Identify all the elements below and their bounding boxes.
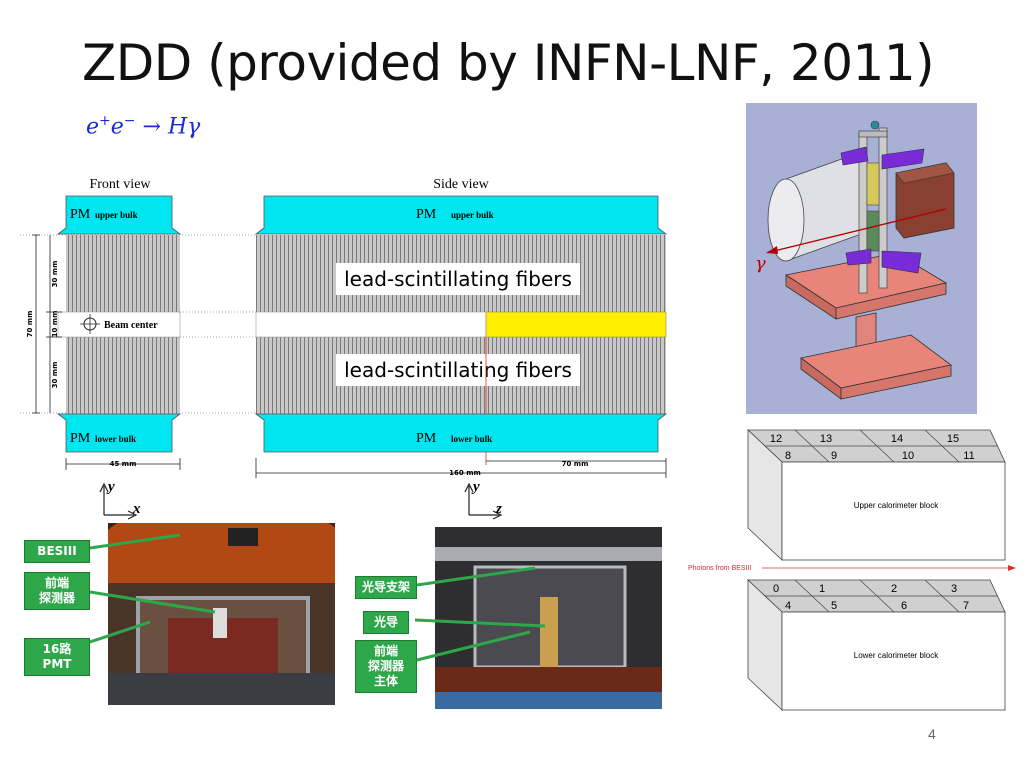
cell-4: 4 xyxy=(785,600,791,612)
cell-14: 14 xyxy=(891,433,903,445)
callout-pmt-line2: PMT xyxy=(42,657,72,671)
upper-block-label: Upper calorimeter block xyxy=(854,501,939,510)
dim-30-top: 30 mm xyxy=(51,261,59,288)
detector-3d-render: γ xyxy=(746,103,977,414)
cell-15: 15 xyxy=(947,433,959,445)
dim-160: 160 mm xyxy=(449,469,481,477)
callout-besiii: BESIII xyxy=(24,540,90,563)
formula-minus: − xyxy=(123,113,136,129)
fibers-upper-label: lead-scintillating fibers xyxy=(344,267,572,291)
callout-front-detector: 前端 探测器 xyxy=(24,572,90,610)
dim-70-side: 70 mm xyxy=(562,460,589,468)
callout-light-guide: 光导 xyxy=(363,611,409,634)
axes-front xyxy=(99,482,138,520)
beam-center-label: Beam center xyxy=(104,320,158,331)
pm-lower-front-sub: lower bulk xyxy=(95,434,136,444)
gamma-label: γ xyxy=(755,253,766,274)
cell-0: 0 xyxy=(773,583,779,595)
cell-2: 2 xyxy=(891,583,897,595)
cell-12: 12 xyxy=(770,433,782,445)
cell-10: 10 xyxy=(902,450,914,462)
pm-upper-front-sub: upper bulk xyxy=(95,210,138,220)
calorimeter-diagram: 12 13 14 15 8 9 10 11 Upper calorimeter … xyxy=(688,429,1016,711)
left-callout-lines xyxy=(90,533,216,644)
callout-pmt-line1: 16路 xyxy=(42,642,72,656)
formula-e1: e xyxy=(86,114,100,140)
formula-rest: → Hγ xyxy=(135,114,201,140)
pm-lower-front: PM lower bulk xyxy=(56,413,182,453)
cell-8: 8 xyxy=(785,450,791,462)
fibers-front-upper xyxy=(66,235,180,312)
fibers-upper-label-bg xyxy=(336,263,580,295)
upper-calorimeter-block xyxy=(746,429,1006,561)
horizontal-dimensions xyxy=(65,458,667,478)
cell-3: 3 xyxy=(951,583,957,595)
pm-lower-side-sub: lower bulk xyxy=(451,434,492,444)
axis-side-z: z xyxy=(495,501,502,517)
fibers-front-lower xyxy=(66,337,180,414)
cell-1: 1 xyxy=(819,583,825,595)
pm-lower-side: PM lower bulk xyxy=(254,413,668,453)
callout-front-detector-line2: 探测器 xyxy=(38,591,75,605)
dim-30-bottom: 30 mm xyxy=(51,362,59,389)
pm-upper-side-label: PM xyxy=(416,207,437,222)
right-callout-lines xyxy=(415,566,546,662)
dim-70: 70 mm xyxy=(26,311,34,338)
pm-upper-front: PM upper bulk xyxy=(56,195,182,235)
cell-5: 5 xyxy=(831,600,837,612)
photo-besiii-installation xyxy=(108,523,335,705)
photo-detector-drawing xyxy=(435,527,662,709)
photon-arrow xyxy=(773,208,947,252)
lower-calorimeter-block xyxy=(746,579,1006,711)
cell-9: 9 xyxy=(831,450,837,462)
callout-detector-body-line2: 探测器 xyxy=(367,659,404,673)
axis-front-x: x xyxy=(132,501,141,517)
callout-pmt: 16路 PMT xyxy=(24,638,90,676)
cell-13: 13 xyxy=(820,433,832,445)
cell-7: 7 xyxy=(963,600,969,612)
pm-upper-front-label: PM xyxy=(70,207,91,222)
photo-detector-assembly xyxy=(435,527,662,709)
callout-detector-body: 前端 探测器 主体 xyxy=(355,640,417,693)
callout-light-guide-support: 光导支架 xyxy=(355,576,417,599)
callout-front-detector-line1: 前端 xyxy=(44,576,69,590)
photons-label: Photons from BESIII xyxy=(688,565,751,572)
formula-plus: + xyxy=(99,113,111,129)
dim-10: 10 mm xyxy=(51,311,59,338)
pm-lower-side-label: PM xyxy=(416,431,437,446)
beam-center-marker xyxy=(80,314,100,334)
slide-title: ZDD (provided by INFN-LNF, 2011) xyxy=(82,34,935,92)
pm-upper-side-sub: upper bulk xyxy=(451,210,494,220)
pm-upper-side: PM upper bulk xyxy=(254,195,668,235)
axis-side-y: y xyxy=(471,479,480,495)
cell-11: 11 xyxy=(963,450,974,462)
formula-e2: e xyxy=(110,114,124,140)
fibers-lower-label: lead-scintillating fibers xyxy=(344,358,572,382)
lower-block-label: Lower calorimeter block xyxy=(854,651,939,660)
callout-detector-body-line3: 主体 xyxy=(373,674,398,688)
dim-45: 45 mm xyxy=(110,460,137,468)
cell-6: 6 xyxy=(901,600,907,612)
front-view-title: Front view xyxy=(89,177,151,192)
page-number: 4 xyxy=(928,726,936,742)
callout-detector-body-line1: 前端 xyxy=(373,644,398,658)
photo-besiii-drawing xyxy=(108,523,335,705)
fibers-lower-label-bg xyxy=(336,354,580,386)
detector-schematic: Front view Side view PM upper bulk PM up… xyxy=(20,177,668,520)
yellow-region xyxy=(485,311,667,338)
axis-front-y: y xyxy=(106,479,115,495)
axes-side xyxy=(464,482,503,520)
reaction-formula: e+e− → Hγ xyxy=(86,113,200,139)
vertical-dimensions xyxy=(32,234,62,414)
side-view-title: Side view xyxy=(433,177,489,192)
pm-lower-front-label: PM xyxy=(70,431,91,446)
